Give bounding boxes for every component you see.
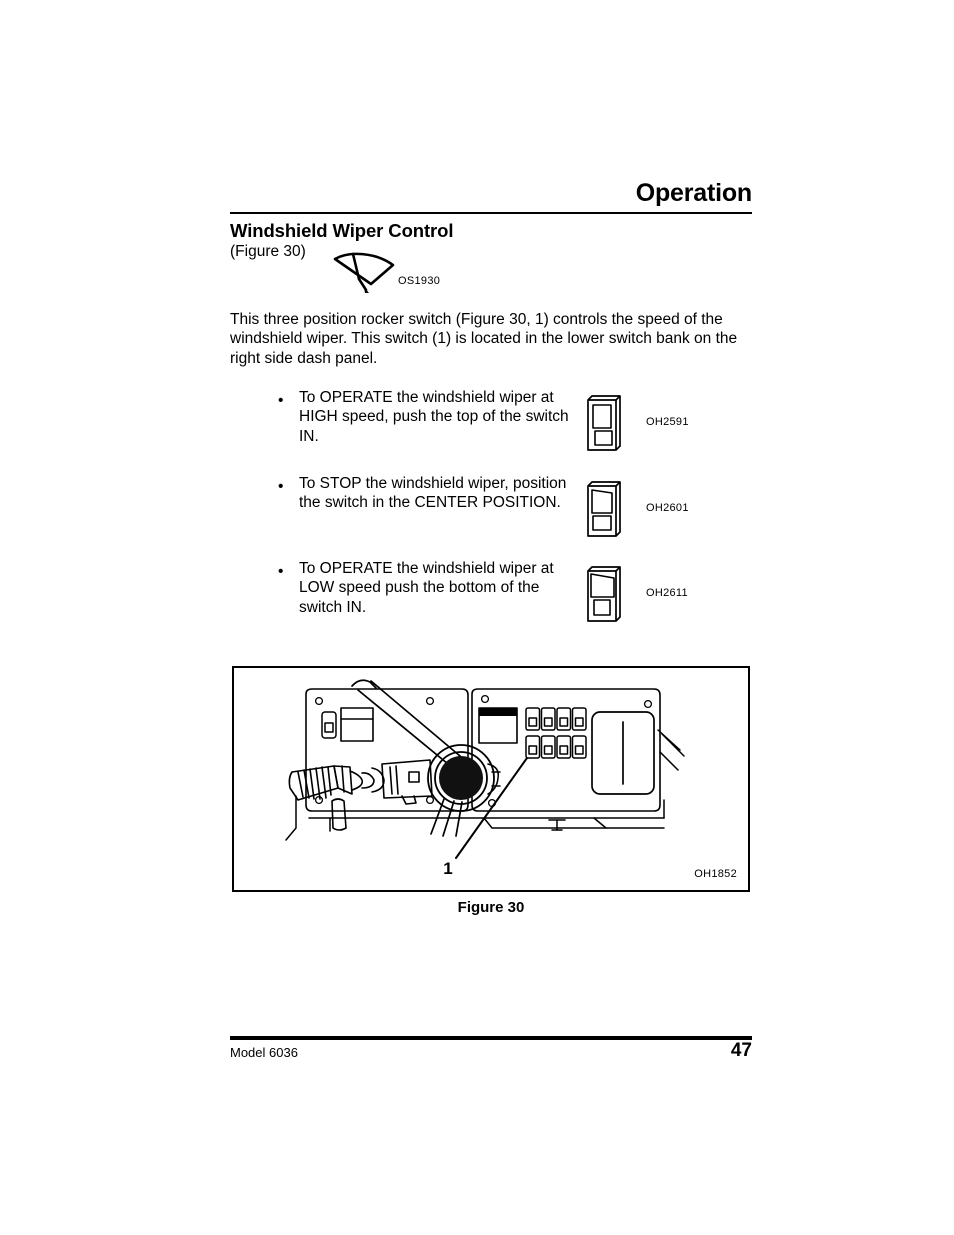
intro-paragraph: This three position rocker switch (Figur…: [230, 311, 738, 367]
figure-code-oh1852: OH1852: [694, 868, 737, 880]
figure-reference: (Figure 30): [230, 243, 306, 260]
symbol-code-os1930: OS1930: [398, 275, 441, 287]
list-item: • To OPERATE the windshield wiper at LOW…: [278, 559, 748, 637]
page-title: Windshield Wiper Control: [230, 220, 454, 241]
footer-rule: [230, 1036, 752, 1040]
switch-code-oh2601: OH2601: [646, 502, 689, 514]
figure-30-frame: 1 OH1852: [232, 666, 750, 892]
figure-caption: Figure 30: [457, 899, 525, 916]
dash-panel-illustration: 1: [234, 668, 748, 890]
bullet-marker: •: [278, 392, 284, 409]
rocker-switch-bottom-in-icon: [581, 561, 627, 625]
switch-code-oh2591: OH2591: [646, 416, 689, 428]
rocker-switch-top-in-icon: [581, 390, 627, 454]
list-item: • To STOP the windshield wiper, position…: [278, 474, 748, 559]
list-item-text: To OPERATE the windshield wiper at LOW s…: [299, 560, 554, 616]
windshield-wiper-icon: [329, 248, 401, 296]
page-number: 47: [730, 1040, 752, 1061]
bullet-marker: •: [278, 563, 284, 580]
running-head: Operation: [635, 179, 752, 207]
rocker-switch-center-icon: [581, 476, 627, 540]
figure-callout-1: 1: [443, 859, 452, 878]
header-rule: [230, 212, 752, 214]
list-item-text: To STOP the windshield wiper, position t…: [299, 475, 567, 512]
footer-model: Model 6036: [230, 1045, 298, 1060]
list-item: • To OPERATE the windshield wiper at HIG…: [278, 388, 748, 474]
bullet-marker: •: [278, 478, 284, 495]
instruction-list: • To OPERATE the windshield wiper at HIG…: [278, 388, 748, 637]
list-item-text: To OPERATE the windshield wiper at HIGH …: [299, 389, 569, 445]
switch-code-oh2611: OH2611: [646, 587, 688, 599]
